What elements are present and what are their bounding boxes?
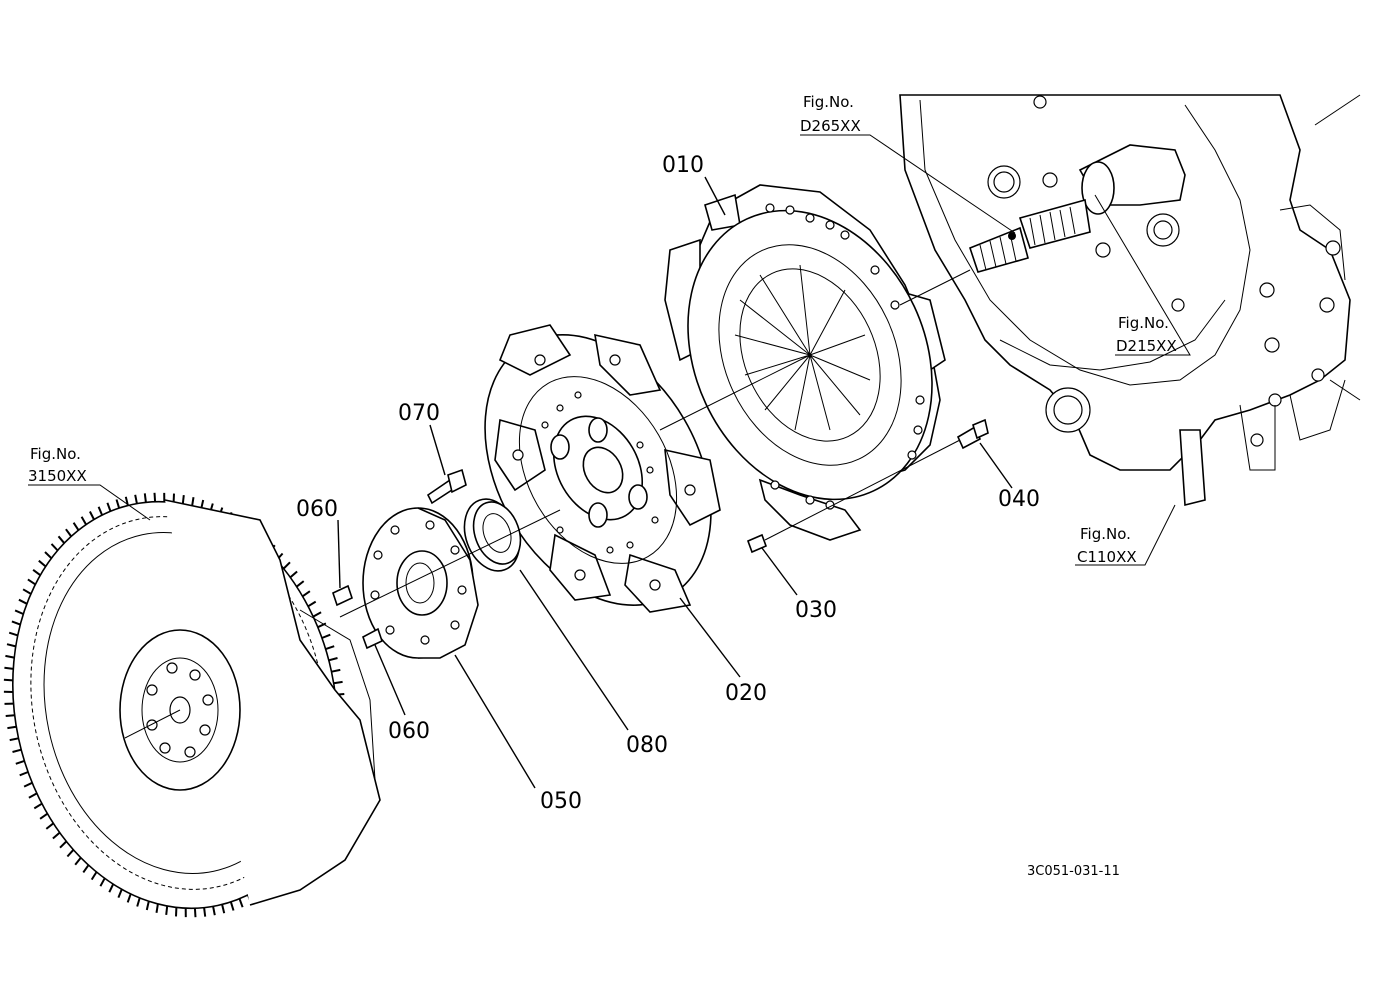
gear-tooth — [9, 633, 18, 636]
gear-tooth — [334, 682, 343, 683]
gear-tooth — [128, 894, 131, 903]
label-060-lower: 060 — [388, 719, 430, 744]
gear-tooth — [34, 804, 42, 809]
bolt-070 — [428, 470, 466, 503]
gear-tooth — [5, 656, 14, 658]
label-040: 040 — [998, 487, 1040, 512]
fig-ref-d215-line1: Fig.No. — [1118, 314, 1169, 332]
gear-tooth — [183, 495, 184, 504]
gear-tooth — [222, 905, 224, 914]
gear-tooth — [204, 908, 205, 917]
gear-tooth — [52, 544, 58, 551]
gear-tooth — [109, 884, 113, 892]
gear-tooth — [92, 872, 97, 880]
fig-ref-d265-line2: D265XX — [800, 117, 861, 135]
gear-tooth — [195, 908, 196, 917]
gear-tooth — [155, 493, 156, 502]
fig-ref-3150[interactable]: Fig.No. 3150XX — [28, 445, 87, 485]
gear-tooth — [16, 761, 25, 764]
gear-tooth — [284, 562, 290, 568]
gear-tooth — [100, 878, 104, 886]
label-050: 050 — [540, 789, 582, 814]
gear-tooth — [117, 500, 120, 509]
gear-tooth — [240, 899, 243, 908]
gear-tooth — [303, 591, 310, 596]
label-020: 020 — [725, 681, 767, 706]
fig-ref-c110-line1: Fig.No. — [1080, 525, 1131, 543]
gear-tooth — [107, 503, 110, 512]
gear-tooth — [308, 602, 316, 607]
gear-tooth — [4, 680, 13, 681]
gear-tooth — [19, 600, 27, 604]
gear-tooth — [45, 552, 52, 558]
label-060-upper: 060 — [296, 497, 338, 522]
drawing-code: 3C051-031-11 — [1027, 864, 1120, 879]
gear-tooth — [39, 561, 46, 567]
pin-060-upper — [333, 586, 352, 605]
gear-tooth — [66, 529, 71, 536]
gear-tooth — [33, 570, 40, 575]
gear-tooth — [7, 644, 16, 646]
label-030: 030 — [795, 598, 837, 623]
label-070: 070 — [398, 401, 440, 426]
gear-tooth — [60, 841, 66, 847]
gear-tooth — [99, 507, 103, 515]
gear-tooth — [157, 904, 158, 913]
gear-tooth — [297, 581, 304, 587]
gear-tooth — [29, 793, 37, 797]
gear-tooth — [290, 572, 297, 578]
fig-ref-c110[interactable]: Fig.No. C110XX — [1077, 525, 1137, 566]
label-010: 010 — [662, 153, 704, 178]
gear-tooth — [59, 536, 65, 543]
flywheel — [0, 471, 380, 939]
fig-ref-d215-line2: D215XX — [1116, 337, 1177, 355]
gear-tooth — [15, 610, 23, 614]
fig-ref-3150-line2: 3150XX — [28, 467, 87, 485]
gear-tooth — [13, 750, 22, 752]
gear-tooth — [213, 906, 215, 915]
gear-tooth — [10, 738, 19, 740]
gear-tooth — [82, 517, 87, 525]
gear-tooth — [231, 902, 234, 911]
gear-tooth — [118, 889, 121, 897]
gear-tooth — [7, 727, 16, 728]
pin-060-lower — [363, 629, 382, 648]
gear-tooth — [322, 635, 330, 638]
gear-tooth — [332, 670, 341, 672]
gear-tooth — [23, 589, 31, 594]
fig-ref-c110-line2: C110XX — [1077, 548, 1137, 566]
fig-ref-d265[interactable]: Fig.No. D265XX — [800, 93, 861, 135]
gear-tooth — [137, 898, 140, 907]
gear-tooth — [145, 493, 146, 502]
gear-tooth — [28, 579, 36, 584]
gear-tooth — [147, 901, 149, 910]
gear-tooth — [192, 497, 193, 506]
gear-tooth — [75, 858, 81, 865]
gear-tooth — [20, 772, 28, 775]
gear-tooth — [83, 865, 88, 872]
gear-tooth — [53, 833, 60, 839]
gear-tooth — [313, 612, 321, 616]
gear-tooth — [4, 668, 13, 669]
gear-tooth — [326, 646, 335, 649]
gear-tooth — [46, 823, 53, 829]
gear-tooth — [135, 495, 137, 504]
bolt-040 — [958, 420, 988, 448]
fig-ref-d265-line1: Fig.No. — [803, 93, 854, 111]
gear-tooth — [40, 814, 47, 819]
gear-tooth — [329, 658, 338, 660]
gear-tooth — [24, 783, 32, 787]
gear-tooth — [6, 715, 15, 716]
label-080: 080 — [626, 733, 668, 758]
gear-tooth — [12, 621, 20, 624]
fig-ref-3150-line1: Fig.No. — [30, 445, 81, 463]
gear-tooth — [74, 523, 79, 531]
gear-tooth — [90, 512, 94, 520]
gear-tooth — [67, 850, 73, 857]
gear-tooth — [166, 906, 167, 915]
